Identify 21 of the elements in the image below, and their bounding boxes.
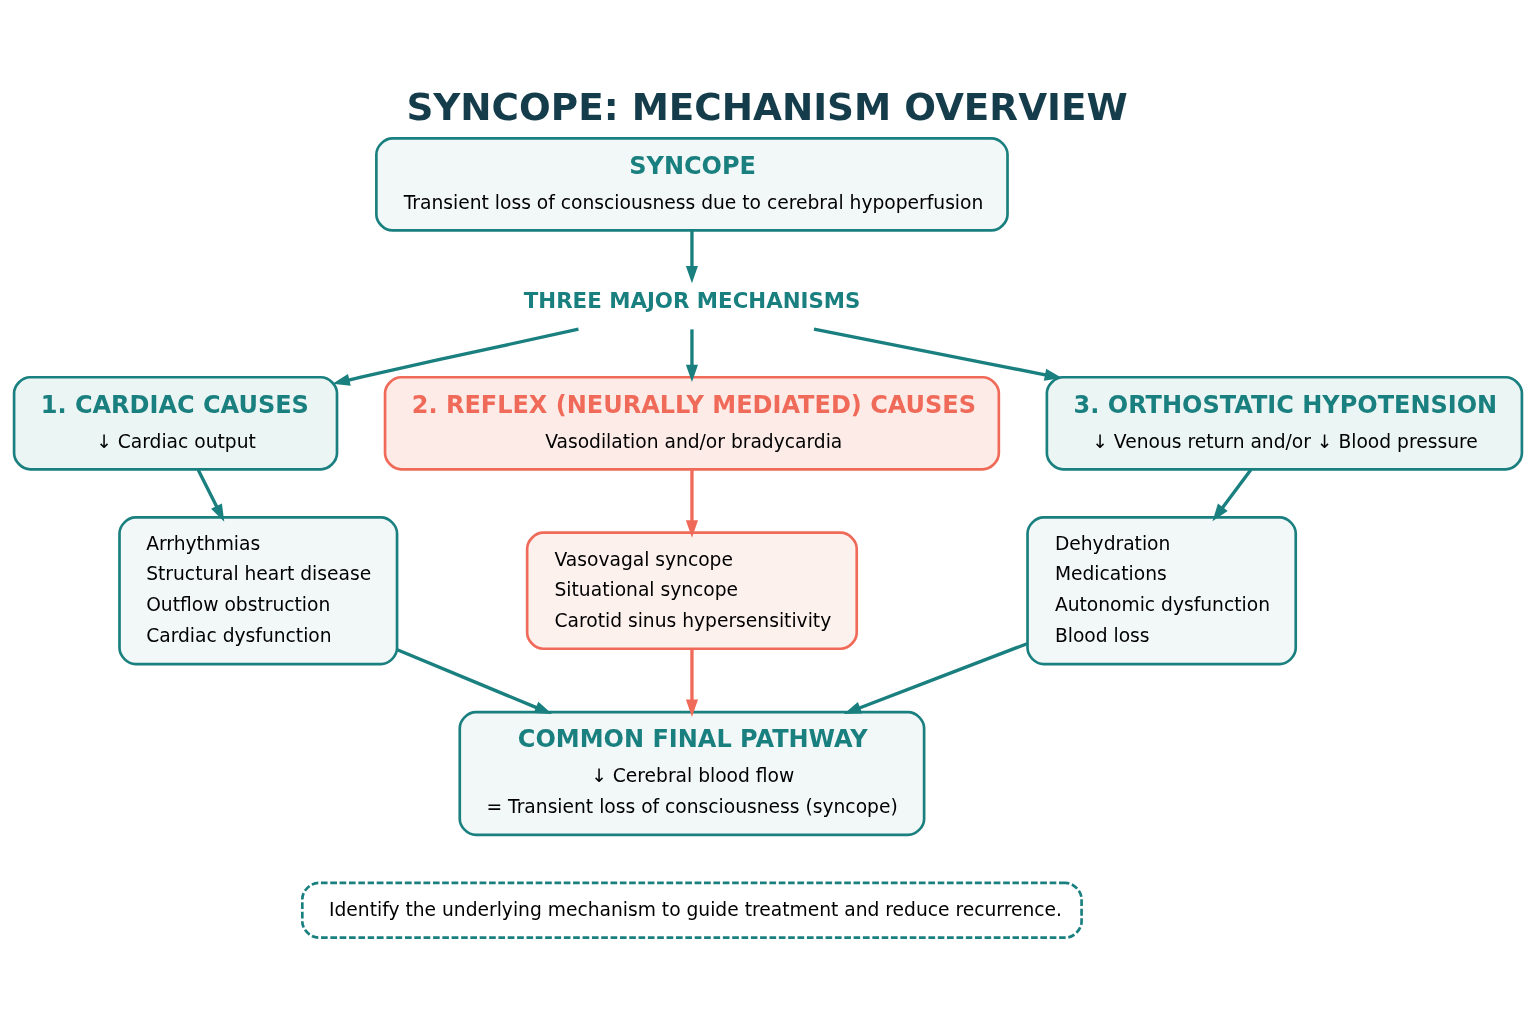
arrow [685,469,699,538]
node-box: COMMON FINAL PATHWAY ↓ Cerebral blood flow = Transient loss of consciousness (syncope) [458,710,926,837]
diagram-title: SYNCOPE: MECHANISM OVERVIEW [406,85,1128,130]
arrow [813,327,1063,381]
arrow [685,329,699,383]
arrow [685,649,699,717]
node-box: 1. CARDIAC CAUSES ↓ Cardiac output [12,375,339,471]
arrow [396,648,553,715]
node-box: 3. ORTHOSTATIC HYPOTENSION ↓ Venous return and/or ↓ Blood pressure [1045,375,1524,471]
arrow [685,230,699,284]
node-box: Identify the underlying mechanism to guide treatment and reduce recurrence. [300,881,1083,939]
arrow [332,327,579,386]
node-box: SYNCOPE Transient loss of consciousness due to cerebral hypoperfusion [375,137,1009,232]
node-box: 2. REFLEX (NEURALLY MEDIATED) CAUSES Vasodilation and/or bradycardia [383,375,1001,471]
node-box: Vasovagal syncope Situational syncope Carotid sinus hypersensitivity [525,531,859,651]
node-text: THREE MAJOR MECHANISMS [523,287,861,313]
arrow [196,468,225,522]
node-box: Dehydration Medications Autonomic dysfunction Blood loss [1026,516,1298,666]
arrow [1212,468,1253,522]
node-box: Arrhythmias Structural heart disease Outflow obstruction Cardiac dysfunction [118,516,399,666]
arrow [843,642,1028,714]
